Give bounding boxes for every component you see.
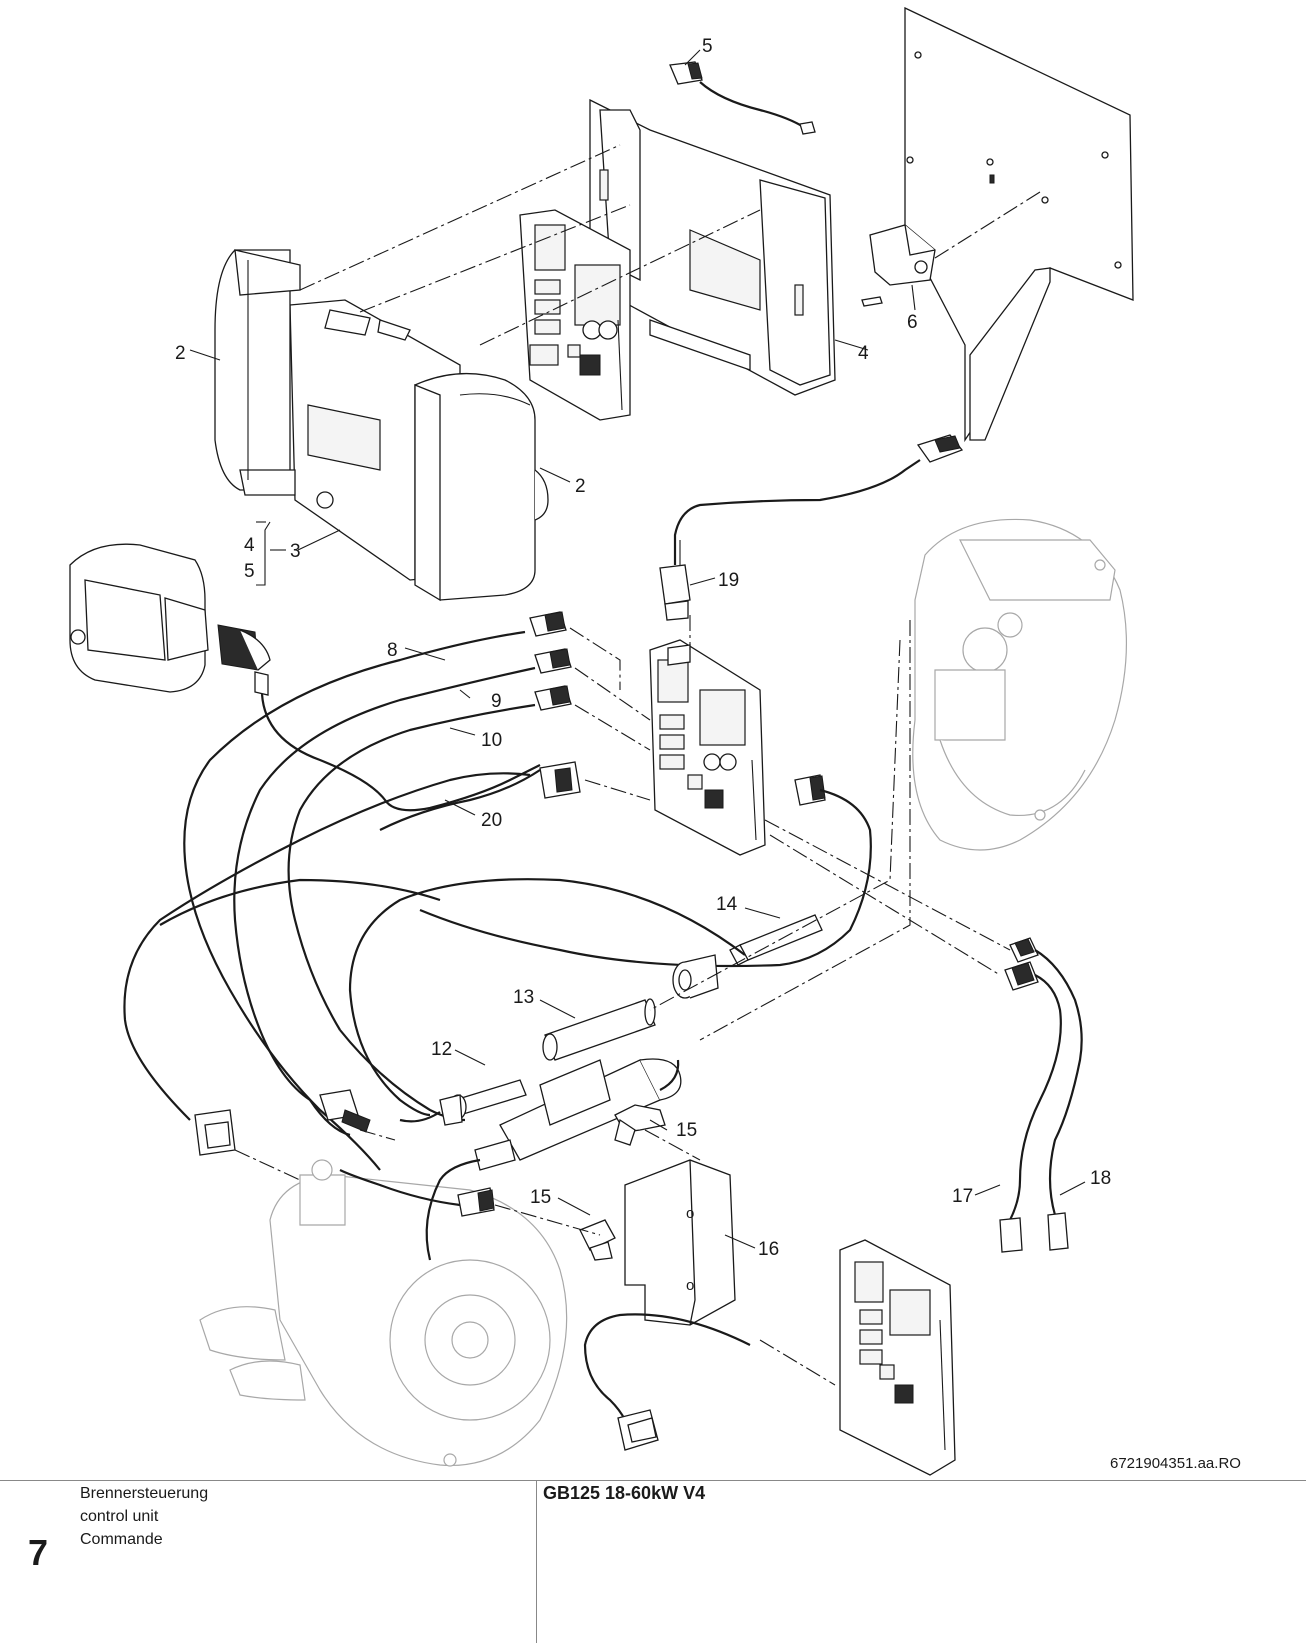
oil-pump-ghost — [199, 1159, 568, 1467]
exploded-parts-diagram: o o — [69, 6, 1241, 1476]
footer-divider-vertical — [536, 1480, 537, 1643]
section-titles: Brennersteuerung control unit Commande — [80, 1482, 208, 1551]
mounting-plate — [904, 6, 1134, 443]
callout-15-lower: 15 — [530, 1187, 551, 1208]
callout-19: 19 — [718, 570, 739, 591]
pcb-middle — [649, 639, 766, 856]
callout-16: 16 — [758, 1239, 779, 1260]
callout-6: 6 — [907, 312, 918, 333]
electrode-part-12 — [399, 1079, 527, 1126]
housing-base-part-4 — [589, 98, 836, 396]
title-german: Brennersteuerung — [80, 1485, 209, 1502]
callout-18: 18 — [1090, 1168, 1111, 1189]
callout-13: 13 — [513, 987, 534, 1008]
callout-labels: 5 6 4 2 2 3 4 5 19 8 9 10 20 14 13 12 15… — [175, 36, 1241, 1472]
callout-10: 10 — [481, 730, 502, 751]
nozzle-assembly — [425, 1058, 682, 1261]
title-english: control unit — [80, 1508, 159, 1525]
callout-14: 14 — [716, 894, 738, 915]
callout-4-right: 4 — [858, 343, 869, 364]
chapter-number: 7 — [28, 1532, 49, 1573]
plug-part-19 — [659, 434, 964, 621]
callout-20: 20 — [481, 810, 502, 831]
callout-9: 9 — [491, 691, 502, 712]
leader-lines — [189, 49, 1086, 1249]
callout-2-left: 2 — [175, 343, 186, 364]
side-cover-right-part-2 — [414, 372, 549, 602]
bracket-part-6 — [861, 224, 936, 307]
spare-pcb-ghost — [839, 1239, 956, 1476]
assembly-lines-upper — [299, 144, 1041, 346]
reference-code: 6721904351.aa.RO — [1110, 1455, 1241, 1472]
elbow-connector-part-15 — [579, 1104, 666, 1261]
ignition-transformer — [69, 543, 541, 812]
callout-15-upper: 15 — [676, 1120, 697, 1141]
assembly-lines-middle — [234, 615, 1011, 1386]
title-french: Commande — [80, 1531, 163, 1548]
sensor-part-14 — [348, 878, 823, 1117]
model-name: GB125 18-60kW V4 — [543, 1483, 706, 1503]
side-cover-left-part-2 — [214, 249, 301, 496]
svg-text:o: o — [686, 1277, 694, 1294]
callout-8: 8 — [387, 640, 398, 661]
pump-connectors — [194, 1089, 495, 1217]
cover-part-16: o o — [624, 1159, 736, 1326]
tube-part-13 — [542, 998, 656, 1061]
callout-3-sub-5: 5 — [244, 561, 255, 582]
cable-harness — [123, 611, 581, 1171]
cable-part-17-18 — [999, 937, 1083, 1253]
connector-part-5 — [669, 61, 816, 135]
callout-5-top: 5 — [702, 36, 713, 57]
burner-housing-ghost — [912, 518, 1128, 851]
callout-17: 17 — [952, 1186, 973, 1207]
callout-3: 3 — [290, 541, 301, 562]
pcb-upper — [519, 209, 631, 421]
callout-2-right: 2 — [575, 476, 586, 497]
footer-band: 7 Brennersteuerung control unit Commande… — [0, 1480, 1306, 1643]
callout-12: 12 — [431, 1039, 452, 1060]
loose-sensor-cable — [583, 1313, 751, 1451]
callout-3-sub-4: 4 — [244, 535, 255, 556]
pcb-side-connector — [419, 774, 872, 968]
grommet — [672, 954, 719, 999]
footer-divider-horizontal — [0, 1480, 1306, 1481]
svg-text:o: o — [686, 1205, 694, 1222]
